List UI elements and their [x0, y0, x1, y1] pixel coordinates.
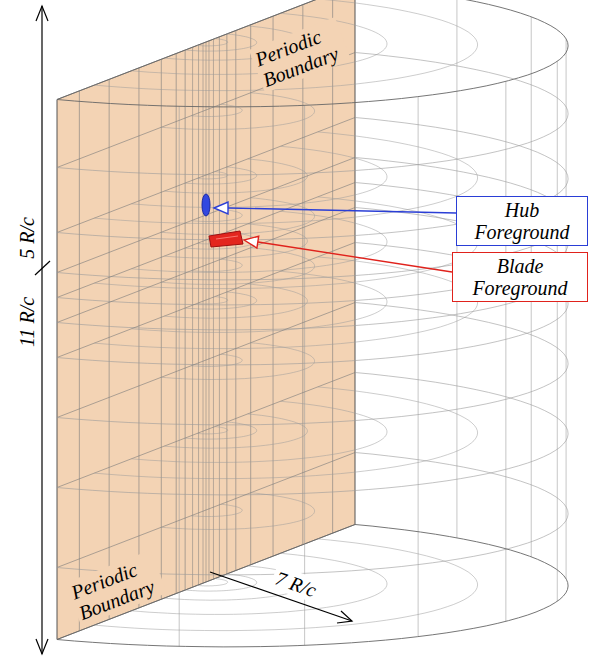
section-ring [197, 39, 228, 46]
plane-grid-line [192, 47, 193, 587]
section-ring [94, 387, 477, 479]
radius-arrowhead [337, 611, 352, 623]
plane-grid-line [57, 208, 355, 323]
dimension-label: 7 R/c [270, 565, 323, 603]
plane-grid-line [206, 42, 207, 582]
plane-grid-line [57, 183, 355, 298]
blade-leader [258, 242, 452, 272]
section-ring [132, 401, 388, 462]
cylinder-grid-line [179, 106, 180, 646]
section-arc [57, 0, 568, 107]
section-ring [185, 422, 257, 439]
plane-grid-line [57, 525, 355, 640]
section-ring [191, 209, 242, 221]
section-ring [185, 574, 257, 591]
section-ring [94, 132, 477, 224]
plane-grid-line [57, 158, 355, 273]
blade-foreground-box: Blade Foreground [452, 252, 588, 302]
section-ring [132, 146, 388, 207]
section-ring [191, 259, 242, 271]
dimension-tick [35, 261, 50, 275]
dimension-label: 11 R/c [15, 294, 39, 350]
plane-grid-line [208, 41, 209, 581]
plane-grid-line [57, 303, 355, 418]
plane-grid-line [332, 0, 333, 533]
hub-region [202, 194, 210, 216]
cylinder-grid-line [304, 105, 305, 645]
dimension-arrowhead [36, 639, 48, 654]
section-ring [164, 224, 307, 258]
section-ring [185, 34, 257, 51]
plane-grid-line [138, 68, 139, 608]
section-ring [164, 414, 307, 448]
plane-grid-line [250, 25, 251, 565]
section-ring [185, 167, 257, 184]
cylinder-grid-line [505, 81, 506, 621]
section-ring [164, 159, 307, 193]
section-ring [197, 297, 228, 304]
section-ring [197, 172, 228, 179]
periodic-plane [57, 0, 355, 640]
plane-grid-line [109, 79, 110, 619]
section-ring [161, 248, 314, 285]
section-ring [94, 197, 477, 289]
plane-grid-line [273, 16, 274, 556]
section-ring [161, 343, 314, 380]
hub-leader [228, 208, 456, 213]
dimension-arrowhead [36, 6, 48, 21]
box-text: Blade Foreground [459, 255, 581, 299]
section-arc [57, 303, 568, 425]
mesh-grid [57, 0, 568, 647]
blade-mesh [216, 236, 238, 239]
cylinder-grid-line [418, 97, 419, 637]
section-arc [57, 525, 568, 647]
plane-grid-line [176, 54, 177, 594]
section-ring [191, 354, 242, 366]
plane-grid-line [219, 37, 220, 577]
plane-grid-line [161, 59, 162, 599]
box-text: Hub Foreground [463, 199, 581, 243]
blade-region [209, 231, 243, 247]
section-ring [164, 284, 307, 318]
plane-grid-line [198, 45, 199, 585]
section-arc [57, 373, 568, 495]
plane-grid-line [203, 43, 204, 583]
hub-foreground-box: Hub Foreground [456, 196, 588, 246]
section-ring [197, 579, 228, 586]
plane-grid-line [57, 453, 355, 568]
section-ring [161, 493, 314, 530]
blade-leader-head [244, 236, 259, 248]
dimension-line [41, 6, 42, 654]
plane-grid-line [57, 373, 355, 488]
hub-leader-head [214, 202, 228, 214]
section-ring [191, 504, 242, 516]
section-ring [132, 271, 388, 332]
section-ring [132, 553, 388, 614]
plane-grid-line [57, 243, 355, 358]
cylinder-grid-line [557, 61, 558, 601]
section-ring [161, 93, 314, 130]
plane-grid-line [235, 31, 236, 571]
section-ring [191, 104, 242, 116]
plane-grid-line [57, 0, 355, 100]
plane-grid-line [226, 34, 227, 574]
plane-grid-line [79, 91, 80, 631]
section-ring [94, 257, 477, 349]
dimension-label: 5 R/c [15, 214, 39, 262]
section-ring [161, 198, 314, 235]
section-ring [197, 427, 228, 434]
plane-grid-line [185, 50, 186, 590]
section-ring [185, 292, 257, 309]
